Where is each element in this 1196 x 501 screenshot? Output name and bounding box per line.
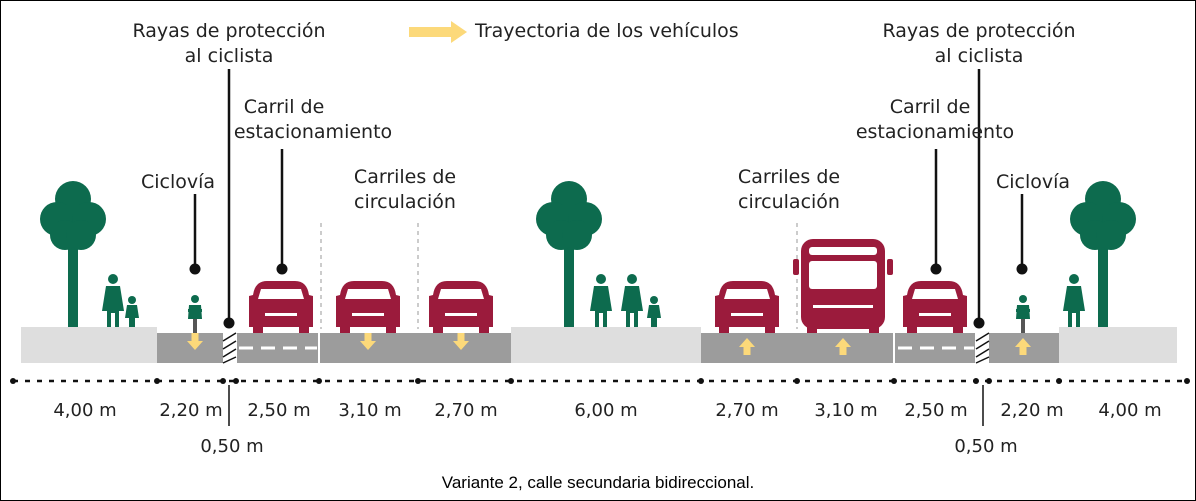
child-pedestrian-icon: [125, 296, 139, 327]
left-bike-buffer: [222, 332, 237, 364]
dimension-label: 2,50 m: [247, 400, 311, 421]
dimension-label: 2,70 m: [434, 400, 498, 421]
legend-arrow-icon: [409, 21, 467, 43]
car-icon: [429, 281, 493, 333]
left-bikeway-label: Ciclovía: [140, 171, 216, 193]
dimension-label: 0,50 m: [954, 436, 1018, 457]
left-roadway: [157, 333, 511, 363]
figure-caption: Variante 2, calle secundaria bidireccion…: [441, 473, 755, 492]
left-parking-label-line2: estacionamiento: [233, 121, 393, 143]
left-traffic-label-line1: Carriles de: [353, 166, 457, 188]
pedestrian-icon: [102, 274, 124, 327]
leader-dot: [189, 263, 201, 275]
right-bikeway-label: Ciclovía: [995, 171, 1071, 193]
pedestrian-icon: [621, 274, 643, 327]
child-pedestrian-icon: [647, 296, 661, 327]
dimension-label: 3,10 m: [814, 400, 878, 421]
cyclist-icon: [1016, 295, 1030, 333]
dimension-label: 2,50 m: [904, 400, 968, 421]
right-traffic-label-line1: Carriles de: [737, 166, 841, 188]
dimension-label: 3,10 m: [338, 400, 402, 421]
right-roadway: [701, 333, 1059, 363]
right-traffic-label-line2: circulación: [738, 191, 840, 213]
left-sidewalk: [21, 327, 157, 363]
right-parking-label-line1: Carril de: [889, 96, 971, 118]
central-median: [511, 327, 701, 363]
cyclist-icon: [188, 295, 202, 333]
dimension-label: 4,00 m: [1098, 400, 1162, 421]
left-protection-label-line1: Rayas de protección: [132, 20, 326, 42]
right-bike-buffer: [975, 332, 990, 364]
pedestrian-icon: [590, 274, 612, 327]
right-protection-label-line1: Rayas de protección: [882, 20, 1076, 42]
dimension-line: [10, 378, 1190, 426]
bus-icon: [793, 239, 893, 333]
leader-dot: [1016, 263, 1028, 275]
pedestrian-icon: [1063, 274, 1085, 327]
right-parking-label-line2: estacionamiento: [855, 121, 1015, 143]
right-protection-label-line2: al ciclista: [934, 45, 1024, 67]
car-icon: [715, 281, 779, 333]
dimension-label: 6,00 m: [574, 400, 638, 421]
legend-label: Trayectoria de los vehículos: [475, 20, 739, 42]
left-protection-label-line2: al ciclista: [184, 45, 274, 67]
left-traffic-label-line2: circulación: [354, 191, 456, 213]
leader-dot: [973, 317, 985, 329]
dimension-label: 0,50 m: [200, 436, 264, 457]
leader-dot: [276, 263, 288, 275]
left-parking-label-line1: Carril de: [243, 96, 325, 118]
leader-dot: [223, 317, 235, 329]
dimension-label: 2,70 m: [715, 400, 779, 421]
dimension-label: 4,00 m: [53, 400, 117, 421]
car-icon: [336, 281, 400, 333]
leader-dot: [930, 263, 942, 275]
diagram-graphics: [10, 21, 1190, 426]
dimension-label: 2,20 m: [1000, 400, 1064, 421]
right-sidewalk: [1059, 327, 1177, 363]
parked-car-icon: [249, 281, 313, 333]
tree-icon: [40, 181, 106, 327]
dimension-label: 2,20 m: [159, 400, 223, 421]
parked-car-icon: [903, 281, 967, 333]
